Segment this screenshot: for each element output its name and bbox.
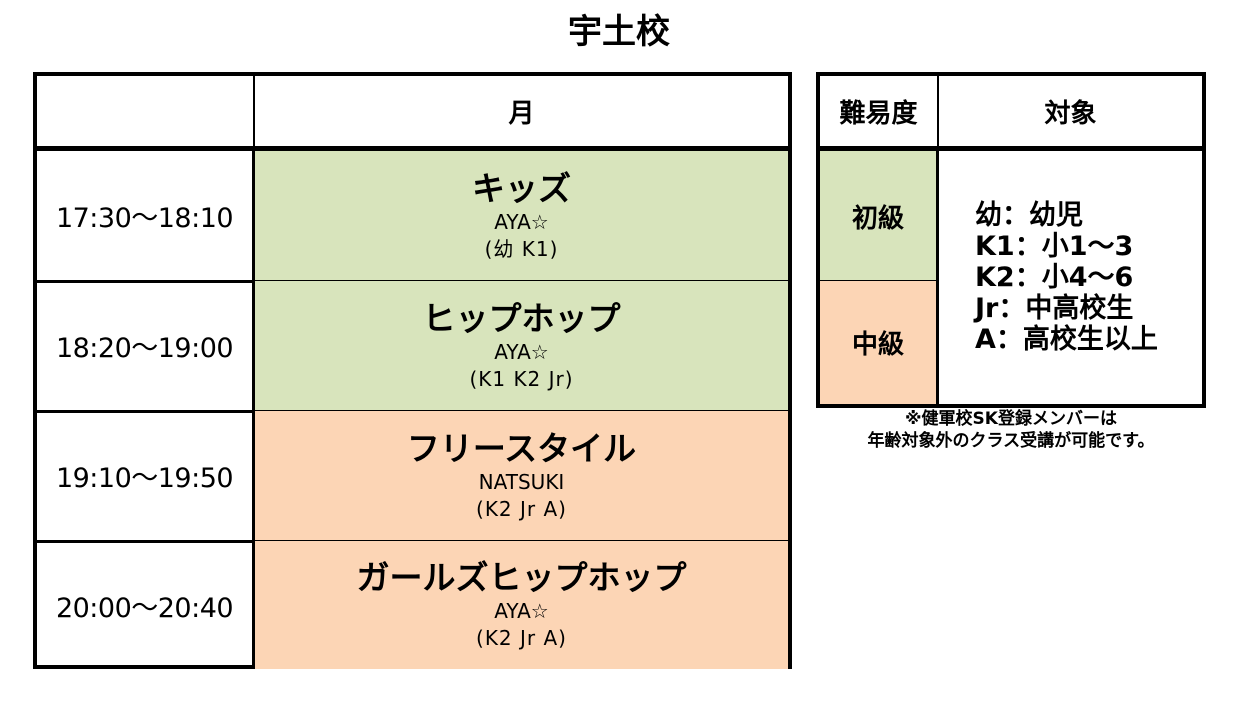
class-target: (K2 Jr A): [476, 496, 567, 521]
footnote: ※健軍校SK登録メンバーは 年齢対象外のクラス受講が可能です。: [816, 408, 1206, 452]
class-teacher: AYA☆: [494, 339, 549, 364]
target-item: Jr：中高校生: [975, 293, 1134, 324]
target-item: 幼：幼児: [975, 200, 1083, 231]
class-time: 19:10～19:50: [37, 411, 255, 540]
schedule-row: 18:20～19:00 ヒップホップ AYA☆ (K1 K2 Jr): [37, 281, 788, 410]
class-name: キッズ: [472, 168, 571, 208]
class-target: (K1 K2 Jr): [469, 366, 574, 391]
class-teacher: AYA☆: [494, 209, 549, 234]
schedule-table: 月 17:30～18:10 キッズ AYA☆ (幼 K1) 18:20～19:0…: [33, 72, 792, 669]
target-item: K2：小4～6: [975, 262, 1134, 293]
target-header: 対象: [1044, 98, 1097, 129]
footnote-line: 年齢対象外のクラス受講が可能です。: [867, 431, 1155, 451]
schedule-row: 20:00～20:40 ガールズヒップホップ AYA☆ (K2 Jr A): [37, 541, 788, 669]
target-item: K1：小1～3: [975, 231, 1134, 262]
class-teacher: NATSUKI: [478, 469, 565, 494]
class-target: (幼 K1): [484, 236, 559, 261]
level-intermediate: 中級: [820, 281, 939, 404]
class-target: (K2 Jr A): [476, 626, 567, 650]
class-name: ガールズヒップホップ: [356, 558, 687, 597]
class-cell: キッズ AYA☆ (幼 K1): [255, 151, 788, 280]
class-cell: ヒップホップ AYA☆ (K1 K2 Jr): [255, 281, 788, 410]
page-title: 宇土校: [568, 12, 670, 52]
footnote-line: ※健軍校SK登録メンバーは: [905, 409, 1117, 429]
target-item: A：高校生以上: [975, 324, 1158, 355]
legend-table: 難易度 対象 初級 中級 幼：幼児 K1：小1～3 K2：小4～6 Jr：中高校…: [816, 72, 1206, 408]
schedule-row: 17:30～18:10 キッズ AYA☆ (幼 K1): [37, 151, 788, 280]
schedule-row: 19:10～19:50 フリースタイル NATSUKI (K2 Jr A): [37, 411, 788, 540]
header-divider: [37, 146, 788, 151]
class-teacher: AYA☆: [494, 599, 549, 623]
class-cell: フリースタイル NATSUKI (K2 Jr A): [255, 411, 788, 540]
day-column-header: 月: [508, 98, 535, 129]
target-list: 幼：幼児 K1：小1～3 K2：小4～6 Jr：中高校生 A：高校生以上: [939, 151, 1202, 404]
header-divider: [820, 146, 1202, 151]
time-column-header: [37, 76, 255, 146]
class-name: フリースタイル: [406, 428, 637, 468]
class-cell: ガールズヒップホップ AYA☆ (K2 Jr A): [255, 541, 788, 669]
class-time: 20:00～20:40: [37, 541, 255, 669]
class-name: ヒップホップ: [422, 298, 621, 338]
class-time: 18:20～19:00: [37, 281, 255, 410]
class-time: 17:30～18:10: [37, 151, 255, 280]
difficulty-header: 難易度: [820, 76, 939, 146]
level-beginner: 初級: [820, 151, 939, 281]
